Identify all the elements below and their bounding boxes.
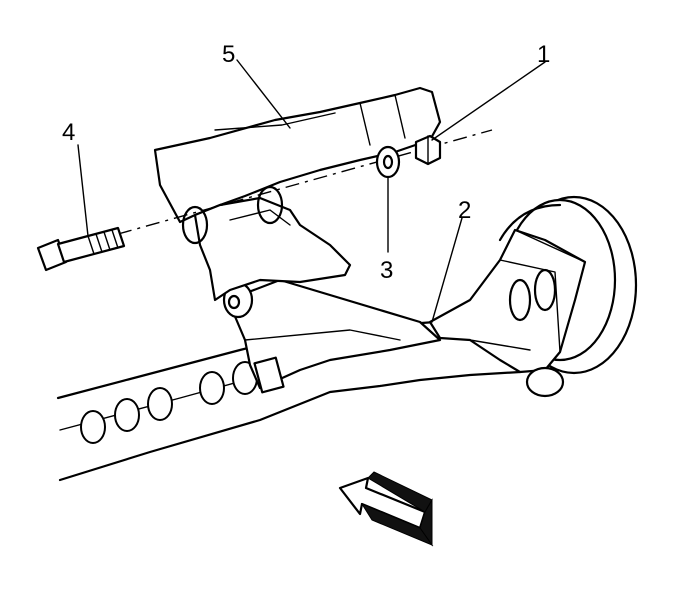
frame-hole [80, 410, 106, 444]
leader-lines [77, 59, 546, 323]
bracket [153, 86, 442, 302]
callout-1: 1 [537, 41, 550, 68]
callout-3: 3 [380, 257, 393, 284]
bolt [36, 226, 126, 272]
frame-hole [199, 371, 225, 405]
lower-link [222, 278, 442, 394]
torque-arm [428, 228, 587, 398]
callout-2: 2 [458, 197, 471, 224]
callout-5: 5 [222, 41, 235, 68]
frame-hole [114, 398, 140, 432]
frame-hole [147, 387, 173, 421]
view-direction-arrow-icon [338, 471, 434, 547]
callout-4: 4 [62, 119, 75, 146]
washer [375, 145, 401, 179]
nut [414, 134, 442, 166]
